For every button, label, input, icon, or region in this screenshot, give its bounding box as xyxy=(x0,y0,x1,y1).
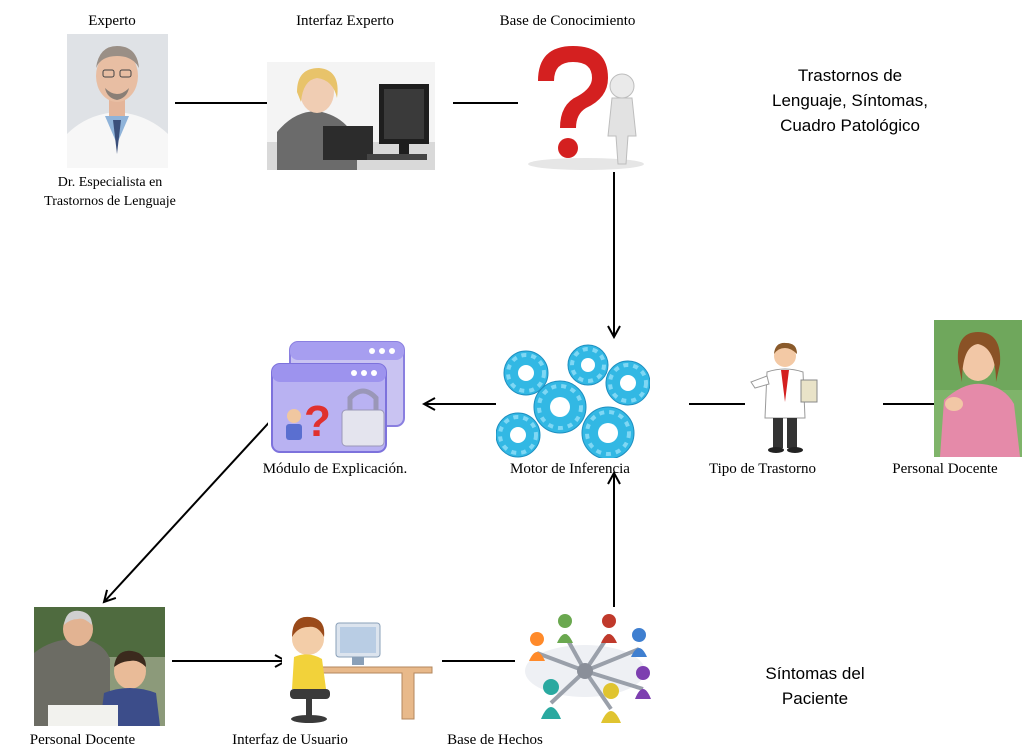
experto-label: Experto xyxy=(88,13,136,29)
sintomas-note: Síntomas del Paciente xyxy=(720,661,910,711)
teacher-student-icon xyxy=(34,607,165,726)
experto-caption-line-2: Trastornos de Lenguaje xyxy=(44,194,176,209)
help-window-icon: ? xyxy=(268,340,410,457)
people-network-icon xyxy=(515,609,655,727)
motor-inferencia-label: Motor de Inferencia xyxy=(510,461,630,477)
svg-text:?: ? xyxy=(304,397,331,446)
base-hechos-label: Base de Hechos xyxy=(447,732,543,748)
experto-caption: Dr. Especialista en Trastornos de Lengua… xyxy=(0,173,220,211)
personal-docente-right-label: Personal Docente xyxy=(892,461,998,477)
gears-icon xyxy=(496,343,650,458)
personal-docente-bottom-label: Personal Docente xyxy=(29,732,136,748)
sintomas-note-line-2: Paciente xyxy=(781,689,849,708)
doctor-clipboard-icon xyxy=(745,342,831,454)
question-mark-figure-icon xyxy=(518,36,654,172)
doctor-portrait-icon xyxy=(67,34,168,168)
trastornos-note-line-3: Cuadro Patológico xyxy=(780,116,920,135)
sintomas-note-line-1: Síntomas del xyxy=(765,664,865,683)
woman-at-computer-icon xyxy=(267,62,435,170)
trastornos-note: Trastornos de Lenguaje, Síntomas, Cuadro… xyxy=(735,63,965,138)
interfaz-experto-label: Interfaz Experto xyxy=(296,13,394,29)
teacher-woman-icon xyxy=(934,320,1022,457)
trastornos-note-line-2: Lenguaje, Síntomas, xyxy=(772,91,928,110)
trastornos-note-line-1: Trastornos de xyxy=(797,66,903,85)
modulo-explicacion-label: Módulo de Explicación. xyxy=(262,461,408,477)
arrow-modulo-to-docente xyxy=(104,415,276,602)
experto-caption-line-1: Dr. Especialista en xyxy=(57,175,163,190)
base-conocimiento-label: Base de Conocimiento xyxy=(499,13,636,29)
tipo-trastorno-label: Tipo de Trastorno xyxy=(709,461,816,477)
child-at-computer-icon xyxy=(282,609,442,727)
interfaz-usuario-label: Interfaz de Usuario xyxy=(232,732,348,748)
